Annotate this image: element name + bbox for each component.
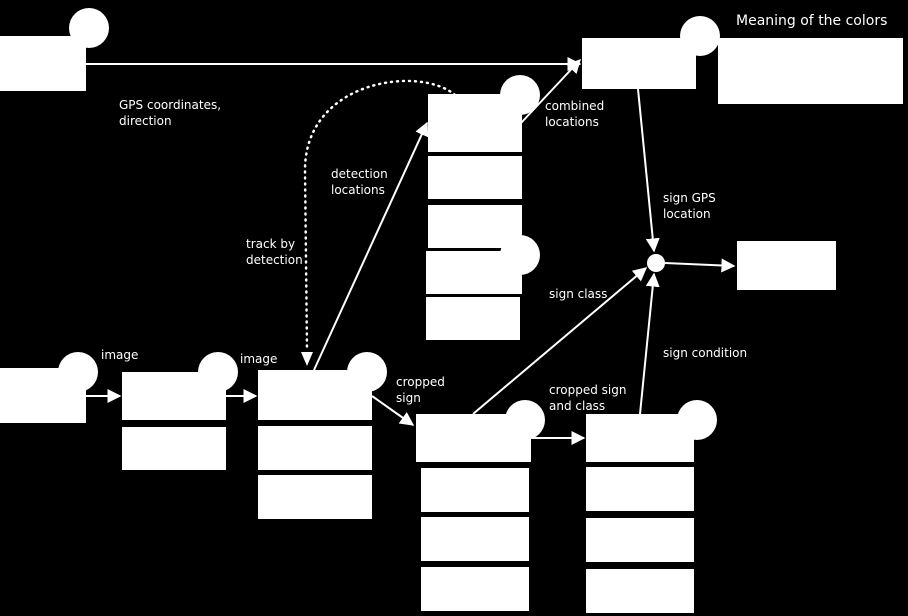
edge-junction-to-output <box>664 258 736 273</box>
label-sign-gps-location: sign GPS location <box>663 191 720 221</box>
label-gps: GPS coordinates, direction <box>119 98 225 128</box>
legend: Meaning of the colors <box>718 13 903 104</box>
legend-box <box>718 38 903 104</box>
edge-sign-class <box>472 267 648 415</box>
label-cropped-sign: cropped sign <box>396 375 449 405</box>
label-image-1: image <box>101 348 138 362</box>
label-sign-class: sign class <box>549 287 607 301</box>
legend-title: Meaning of the colors <box>736 13 887 29</box>
detector-stack <box>258 352 387 519</box>
condition-stack <box>586 400 717 613</box>
edge-cropped-sign <box>371 395 415 426</box>
output-node <box>737 241 836 290</box>
track-arrowhead <box>301 352 313 366</box>
edge-sign-condition <box>639 272 660 415</box>
gps-source-node <box>0 8 109 91</box>
label-image-2: image <box>240 352 277 366</box>
edge-sign-gps-location <box>637 88 660 253</box>
edge-combined-locations <box>520 58 581 124</box>
label-combined-locations: combined locations <box>545 99 608 129</box>
label-track-by-detection: track by detection <box>246 237 303 267</box>
preprocess-stack <box>122 352 238 470</box>
fusion-node <box>582 16 720 89</box>
label-cropped-sign-and-class: cropped sign and class <box>549 383 630 413</box>
edge-detection-locations <box>313 121 429 371</box>
tracker-stack <box>426 75 540 340</box>
classifier-stack <box>416 400 545 611</box>
label-detection-locations: detection locations <box>331 167 392 197</box>
camera-source-node <box>0 352 98 423</box>
label-sign-condition: sign condition <box>663 346 747 360</box>
junction-node <box>647 254 665 272</box>
